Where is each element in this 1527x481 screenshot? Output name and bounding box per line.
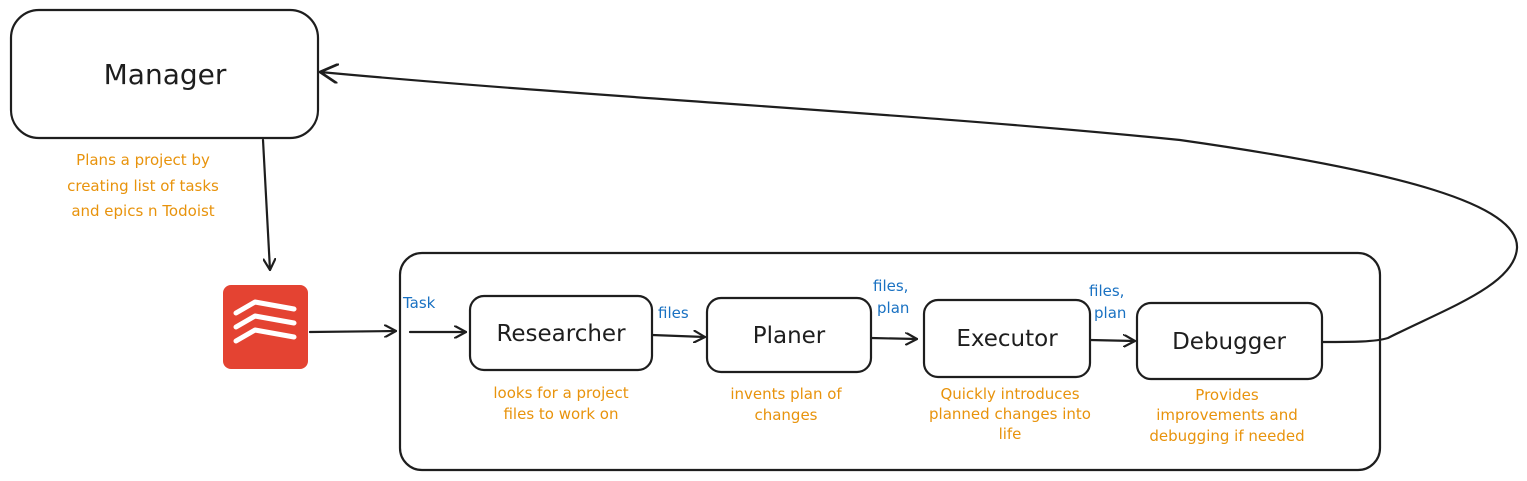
debugger-description: Provides improvements and debugging if n…	[1149, 386, 1304, 445]
manager-to-todoist-arrow	[261, 138, 270, 272]
debugger-description-line: debugging if needed	[1149, 427, 1304, 445]
planer-description: invents plan of changes	[730, 385, 842, 424]
planer-to-executor-label: plan	[877, 299, 909, 317]
planer-to-executor-label: files,	[873, 277, 908, 295]
executor-title: Executor	[956, 326, 1058, 352]
researcher-to-planer-label: files	[658, 304, 689, 322]
researcher-node	[468, 294, 654, 372]
planer-title: Planer	[753, 323, 826, 349]
researcher-description: looks for a project files to work on	[493, 384, 628, 423]
researcher-title: Researcher	[496, 321, 626, 347]
executor-description-line: Quickly introduces	[940, 385, 1079, 403]
manager-description-line: Plans a project by	[76, 151, 210, 169]
researcher-description-line: looks for a project	[493, 384, 628, 402]
executor-node	[922, 298, 1092, 379]
debugger-description-line: Provides	[1195, 386, 1259, 404]
planer-node	[705, 296, 873, 374]
manager-description-line: and epics n Todoist	[71, 202, 214, 220]
executor-to-debugger-label: plan	[1094, 304, 1126, 322]
debugger-description-line: improvements and	[1156, 406, 1297, 424]
manager-title: Manager	[104, 58, 227, 91]
planer-description-line: invents plan of	[730, 385, 842, 403]
planer-description-line: changes	[754, 406, 817, 424]
manager-description: Plans a project by creating list of task…	[67, 151, 219, 220]
researcher-description-line: files to work on	[503, 405, 618, 423]
manager-description-line: creating list of tasks	[67, 177, 219, 195]
executor-description: Quickly introduces planned changes into …	[929, 385, 1091, 443]
executor-description-line: planned changes into	[929, 405, 1091, 423]
debugger-node	[1135, 301, 1324, 381]
executor-description-line: life	[999, 425, 1022, 443]
researcher-to-planer-arrow	[650, 335, 707, 337]
todoist-logo-icon	[223, 285, 308, 369]
executor-to-debugger-arrow	[1088, 340, 1137, 341]
task-input-label: Task	[402, 294, 436, 312]
executor-to-debugger-label: files,	[1089, 282, 1124, 300]
feedback-to-manager-arrow	[320, 72, 1519, 344]
manager-node	[9, 8, 320, 140]
todoist-to-pipeline-arrow	[308, 331, 398, 332]
debugger-title: Debugger	[1172, 329, 1286, 355]
planer-to-executor-arrow	[869, 338, 919, 339]
